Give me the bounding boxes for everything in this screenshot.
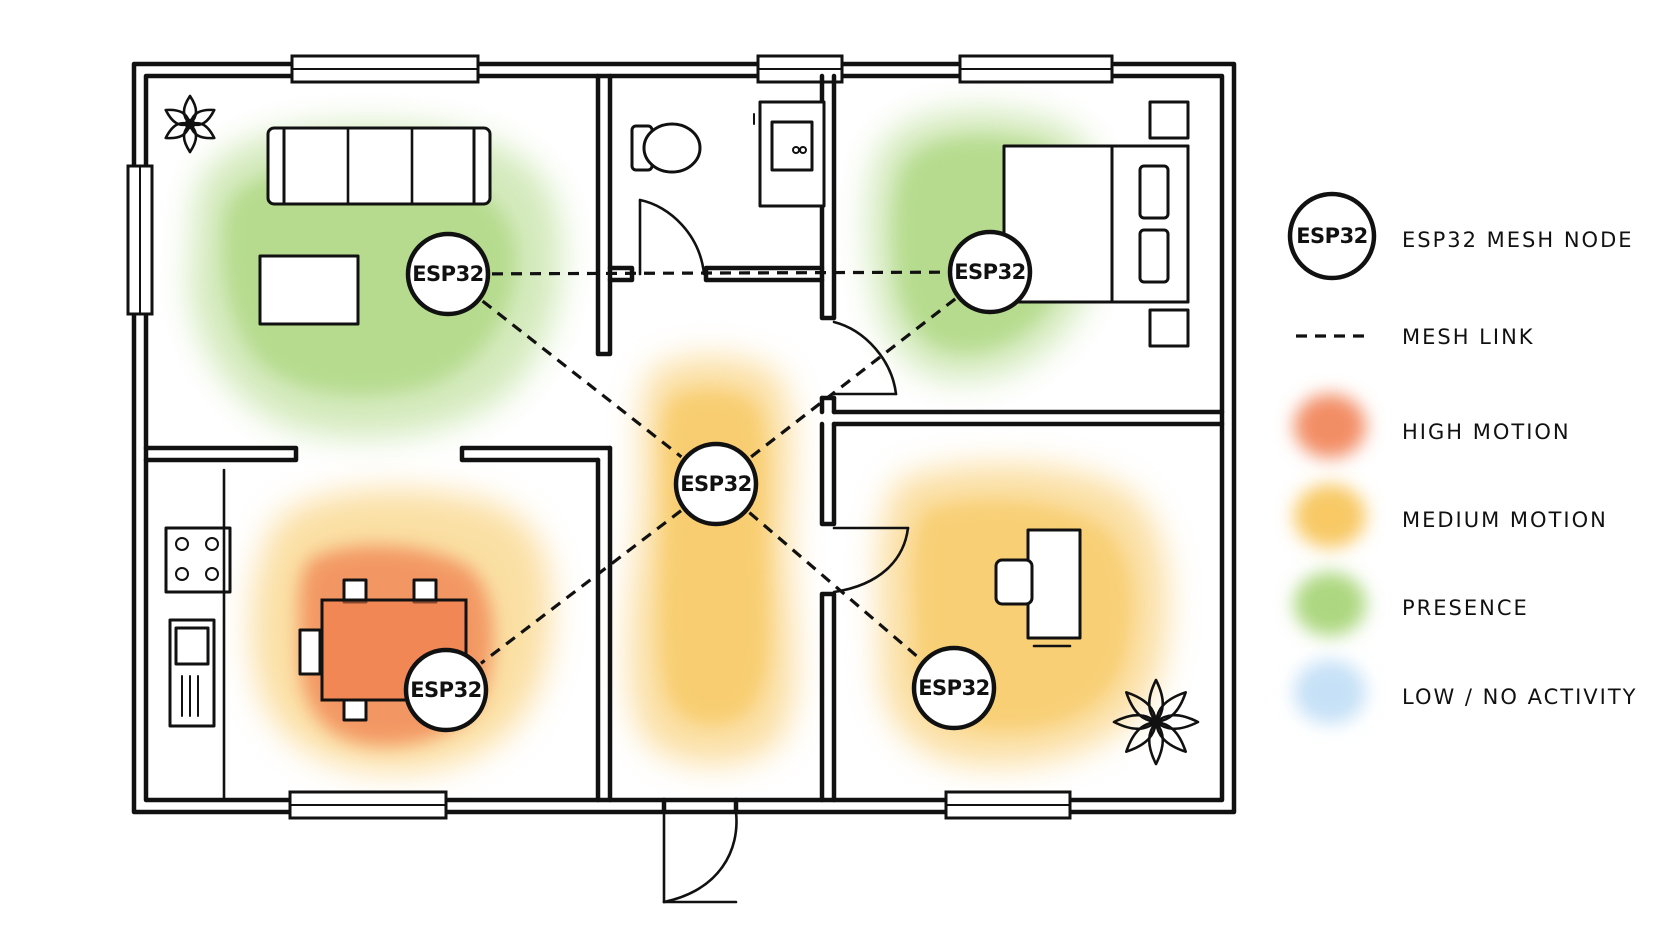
zone-office-medium bbox=[878, 464, 1168, 766]
mesh-link-living-hallway bbox=[481, 299, 683, 459]
mesh-link-hallway-dining bbox=[480, 509, 682, 665]
legend-label-high: HIGH MOTION bbox=[1402, 420, 1571, 444]
bed bbox=[1002, 144, 1190, 304]
coffee-table bbox=[258, 254, 360, 326]
legend-label-node: ESP32 MESH NODE bbox=[1402, 228, 1634, 252]
legend-item-medium: MEDIUM MOTION bbox=[1294, 484, 1608, 548]
toilet bbox=[630, 122, 702, 174]
legend-label-presence: PRESENCE bbox=[1402, 596, 1529, 620]
legend-node-icon bbox=[1287, 191, 1377, 281]
kitchen-counter bbox=[168, 468, 226, 802]
sink bbox=[753, 100, 826, 208]
entry-door bbox=[662, 810, 738, 904]
mesh-nodes: ESP32 ESP32 ESP32 ESP32 ESP32 bbox=[403, 229, 1033, 733]
legend-swatch-high bbox=[1294, 394, 1366, 458]
esp32-node-office: ESP32 bbox=[911, 645, 997, 731]
doors bbox=[638, 198, 910, 904]
legend-label-low: LOW / NO ACTIVITY bbox=[1402, 685, 1637, 709]
legend-item-low: LOW / NO ACTIVITY bbox=[1294, 660, 1637, 724]
legend-node-icon-label: ESP32 bbox=[1296, 224, 1368, 248]
esp32-node-living: ESP32 bbox=[405, 231, 491, 317]
legend-item-high: HIGH MOTION bbox=[1294, 394, 1571, 458]
nightstand-top bbox=[1148, 100, 1190, 140]
legend-item-node: ESP32 ESP32 MESH NODE bbox=[1287, 191, 1634, 281]
esp32-node-label: ESP32 bbox=[680, 472, 752, 496]
nightstand-bottom bbox=[1148, 308, 1190, 348]
sofa bbox=[266, 126, 492, 206]
legend-swatch-medium bbox=[1294, 484, 1366, 548]
esp32-node-label: ESP32 bbox=[412, 262, 484, 286]
esp32-node-label: ESP32 bbox=[918, 676, 990, 700]
esp32-node-bedroom: ESP32 bbox=[947, 229, 1033, 315]
legend: ESP32 ESP32 MESH NODE MESH LINK HIGH MOT… bbox=[1287, 191, 1637, 724]
furniture bbox=[164, 94, 1200, 802]
esp32-node-label: ESP32 bbox=[954, 260, 1026, 284]
stove bbox=[164, 526, 232, 594]
palm-icon bbox=[1112, 678, 1200, 766]
desk bbox=[994, 528, 1082, 648]
mesh-links bbox=[480, 270, 957, 665]
mesh-link-bedroom-hallway bbox=[749, 297, 957, 459]
bathroom-door bbox=[638, 198, 706, 276]
esp32-node-label: ESP32 bbox=[410, 678, 482, 702]
walls bbox=[126, 54, 1237, 820]
legend-item-presence: PRESENCE bbox=[1294, 572, 1529, 636]
legend-item-link: MESH LINK bbox=[1296, 325, 1535, 349]
legend-swatch-presence bbox=[1294, 572, 1366, 636]
bedroom-door bbox=[832, 320, 898, 396]
flower-icon bbox=[164, 94, 216, 154]
office-door bbox=[832, 526, 910, 594]
legend-label-medium: MEDIUM MOTION bbox=[1402, 508, 1608, 532]
legend-label-link: MESH LINK bbox=[1402, 325, 1535, 349]
esp32-node-hallway: ESP32 bbox=[673, 441, 759, 527]
zone-hallway-medium bbox=[628, 356, 796, 765]
esp32-node-dining: ESP32 bbox=[403, 647, 489, 733]
legend-swatch-low bbox=[1294, 660, 1366, 724]
